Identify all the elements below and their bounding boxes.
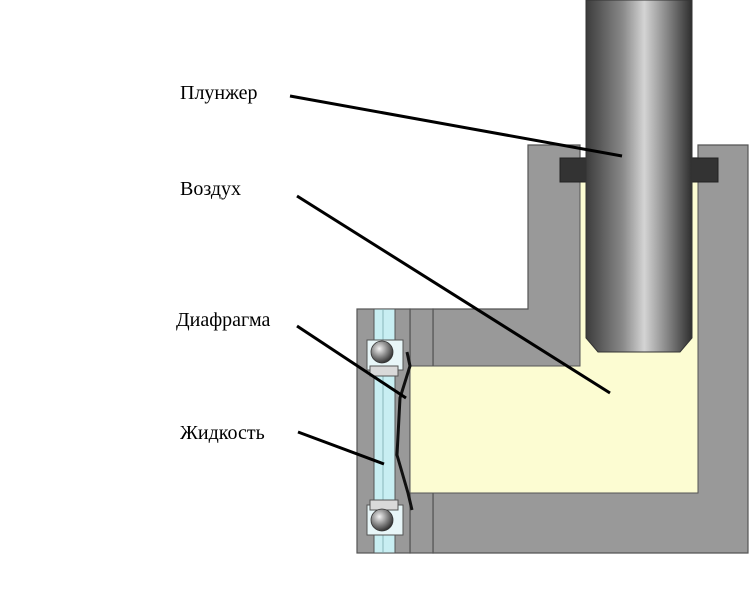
label-liquid: Жидкость: [180, 422, 265, 444]
lower-ball: [370, 508, 394, 532]
leader-plunger: [289, 94, 623, 158]
plunger-seal-right: [691, 157, 719, 183]
upper-ball: [370, 340, 394, 364]
diaphragm-membrane: [395, 351, 414, 511]
leader-liquid: [297, 430, 385, 466]
lower-ball-valve: [366, 499, 404, 536]
upper-ball-valve: [366, 339, 404, 377]
label-plunger: Плунжер: [180, 82, 258, 104]
plunger: [585, 0, 693, 353]
label-air: Воздух: [180, 178, 241, 200]
leader-air: [296, 194, 611, 395]
label-diaphragm: Диафрагма: [176, 309, 271, 331]
leader-diaphragm: [296, 324, 407, 400]
plunger-seal-left: [559, 157, 587, 183]
